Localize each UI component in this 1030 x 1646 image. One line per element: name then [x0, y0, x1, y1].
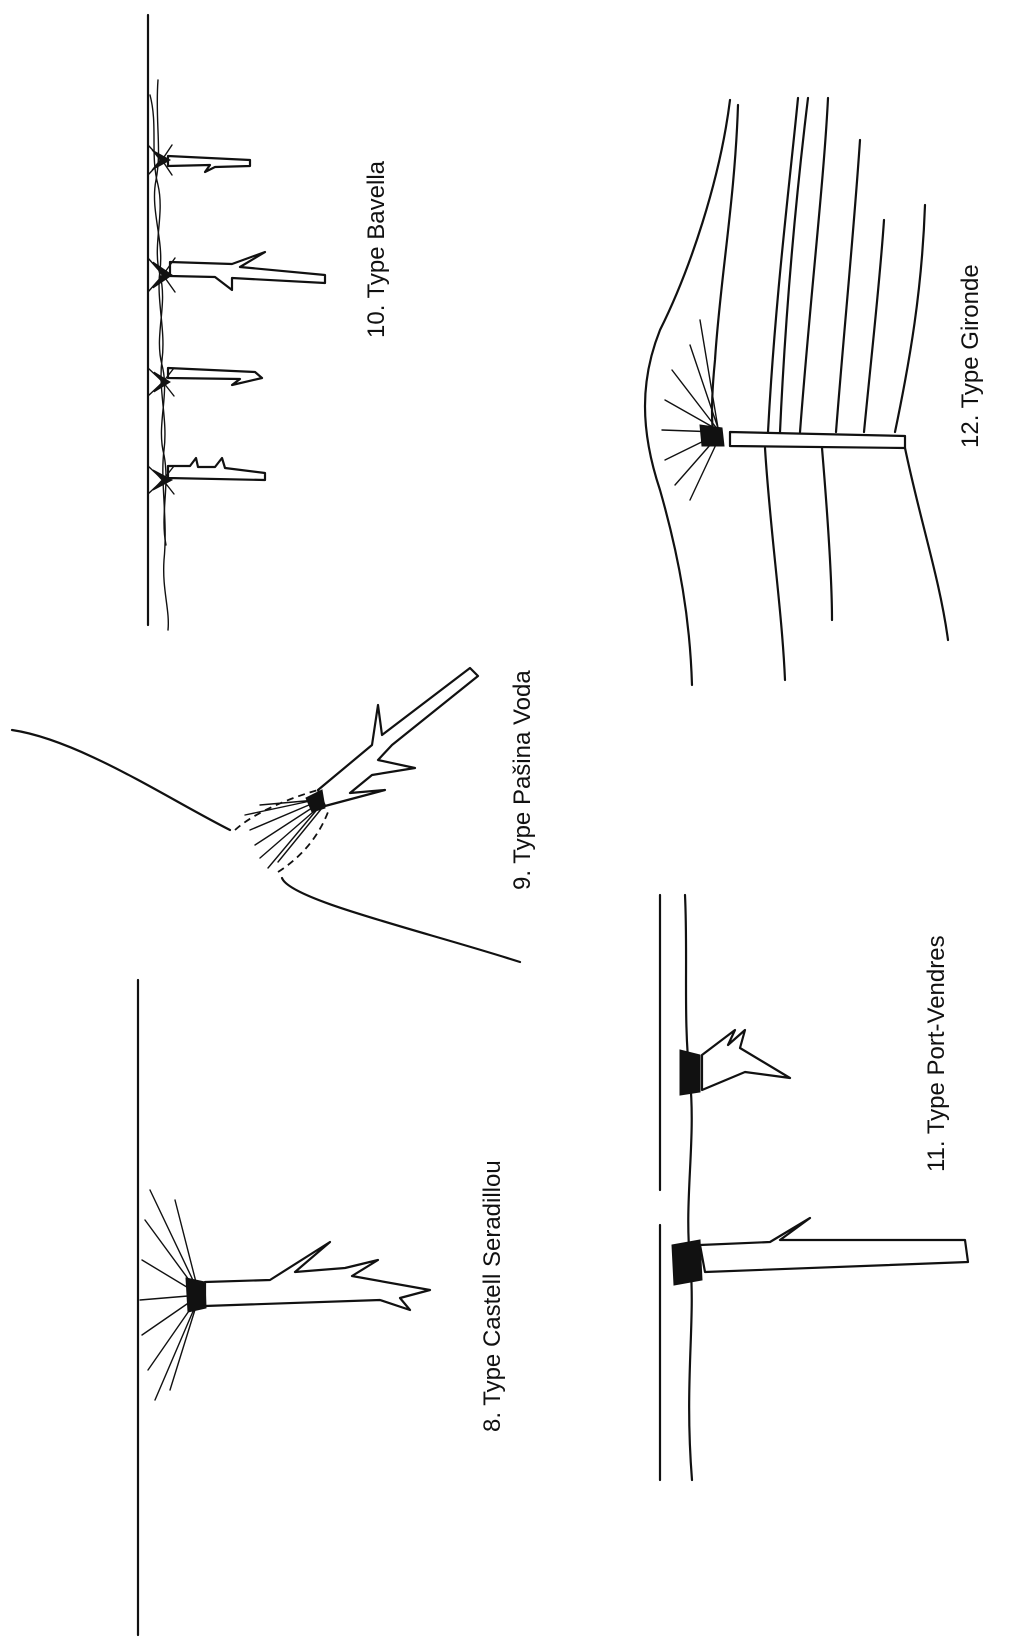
figure-11-port-vendres — [660, 895, 968, 1480]
label-fig11: 11. Type Port-Vendres — [923, 935, 950, 1172]
figure-10-bavella — [148, 15, 325, 630]
figure-8-castell-seradillou — [138, 980, 430, 1635]
label-fig10: 10. Type Bavella — [363, 160, 390, 338]
figure-12-gironde — [645, 98, 948, 685]
figure-9-pasina-voda — [12, 668, 520, 962]
label-fig8: 8. Type Castell Seradillou — [479, 1160, 506, 1432]
label-fig9: 9. Type Pašina Voda — [509, 670, 536, 890]
label-fig12: 12. Type Gironde — [957, 264, 984, 448]
